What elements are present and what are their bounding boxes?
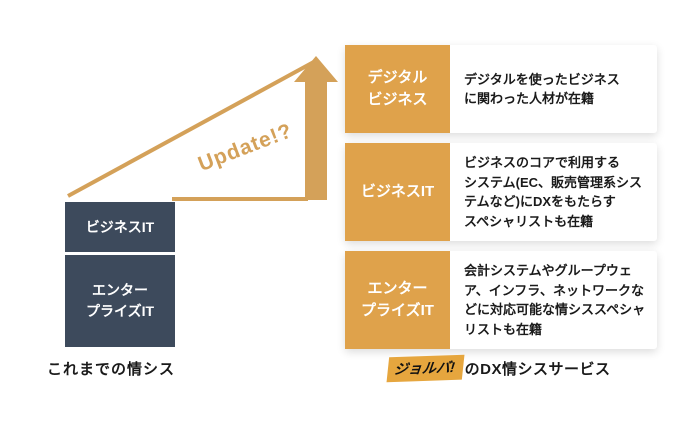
enterprise-it-box: エンター プライズIT xyxy=(345,251,450,349)
dx-caption-text: のDX情シスサービス xyxy=(464,361,611,378)
up-arrow-icon xyxy=(294,56,338,82)
enterprise-it-desc: 会計システムやグループウェ ア、インフラ、ネットワークな どに対応可能な情シスス… xyxy=(464,263,646,337)
dx-caption: ジョルバ! のDX情シスサービス xyxy=(386,354,611,383)
update-label: Update!? xyxy=(194,119,296,177)
legacy-enterprise-it-box: エンター プライズIT xyxy=(65,255,175,347)
legacy-it-stack: ビジネスIT エンター プライズIT xyxy=(65,202,175,347)
row-business-it: ビジネスIT ビジネスのコアで利用する システム(EC、販売管理系シス テムなど… xyxy=(345,143,657,241)
business-it-box: ビジネスIT xyxy=(345,143,450,241)
horizontal-line xyxy=(172,197,308,201)
dx-service-rows: デジタル ビジネス デジタルを使ったビジネス に関わった人材が在籍 ビジネスIT… xyxy=(345,45,657,349)
row-enterprise-it: エンター プライズIT 会計システムやグループウェ ア、インフラ、ネットワークな… xyxy=(345,251,657,349)
legacy-caption: これまでの情シス xyxy=(47,361,176,378)
digital-business-box: デジタル ビジネス xyxy=(345,45,450,133)
row-digital-business: デジタル ビジネス デジタルを使ったビジネス に関わった人材が在籍 xyxy=(345,45,657,133)
business-it-desc: ビジネスのコアで利用する システム(EC、販売管理系シス テムなど)にDXをもた… xyxy=(464,155,642,229)
digital-business-desc: デジタルを使ったビジネス に関わった人材が在籍 xyxy=(464,71,620,107)
legacy-business-it-box: ビジネスIT xyxy=(65,202,175,252)
up-arrow-shaft xyxy=(305,80,327,200)
brand-badge: ジョルバ! xyxy=(386,354,465,383)
